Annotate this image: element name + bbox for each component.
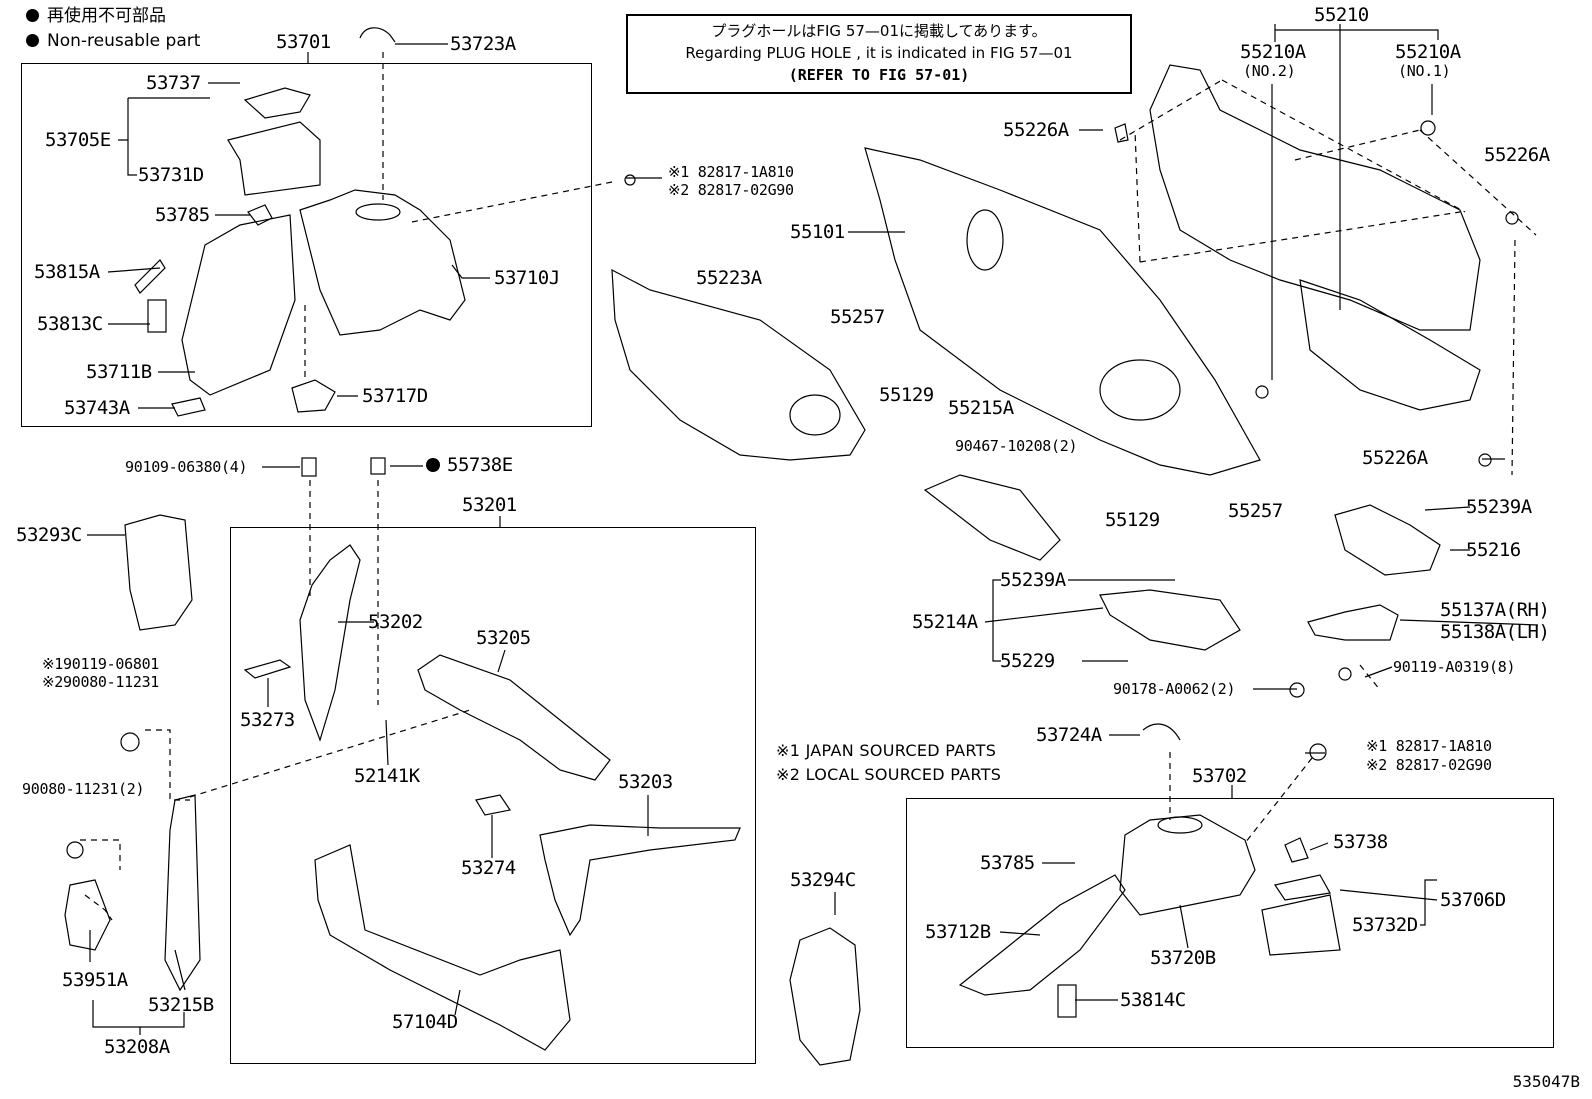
part-label-53813C: 53813C: [37, 313, 103, 335]
part-label-55239A-left: 55239A: [1000, 569, 1066, 591]
part-label-90119-06801: ※190119-06801: [42, 655, 160, 673]
part-label-55210A-no2-note: (NO.2): [1243, 62, 1296, 80]
local-sourced-note: ※2 LOCAL SOURCED PARTS: [776, 765, 1002, 784]
part-label-53738: 53738: [1333, 831, 1388, 853]
note-line-2: Regarding PLUG HOLE , it is indicated in…: [685, 44, 1073, 62]
part-label-55129-lower: 55129: [1105, 509, 1160, 531]
part-label-53785-lower: 53785: [980, 852, 1035, 874]
part-label-53712B: 53712B: [925, 921, 991, 943]
part-label-53737: 53737: [146, 72, 201, 94]
part-label-52141K: 52141K: [354, 765, 420, 787]
part-label-53743A: 53743A: [64, 397, 130, 419]
part-label-53724A: 53724A: [1036, 724, 1102, 746]
part-label-82817-02G90-lower: ※2 82817-02G90: [1366, 756, 1492, 774]
part-label-55215A: 55215A: [948, 397, 1014, 419]
non-reusable-dot-icon: [26, 34, 39, 47]
note-line-1: プラグホールはFIG 57—01に掲載してあります。: [711, 22, 1047, 40]
part-label-53723A: 53723A: [450, 33, 516, 55]
part-label-55226A-left: 55226A: [1003, 119, 1069, 141]
part-label-53208A: 53208A: [104, 1036, 170, 1058]
part-label-55239A-right: 55239A: [1466, 496, 1532, 518]
part-label-53951A: 53951A: [62, 969, 128, 991]
part-label-53732D: 53732D: [1352, 914, 1418, 936]
part-label-53814C: 53814C: [1120, 989, 1186, 1011]
part-label-53815A: 53815A: [34, 261, 100, 283]
non-reusable-dot-icon: [426, 458, 440, 472]
part-label-53201: 53201: [462, 494, 517, 516]
part-label-55101: 55101: [790, 221, 845, 243]
part-label-82817-02G90-upper: ※2 82817-02G90: [668, 181, 794, 199]
group-frame-53701: [21, 63, 592, 427]
part-label-53215B: 53215B: [148, 994, 214, 1016]
part-label-55257-lower: 55257: [1228, 500, 1283, 522]
part-label-53294C: 53294C: [790, 869, 856, 891]
group-frame-53201: [230, 527, 756, 1064]
group-frame-53702: [906, 798, 1554, 1048]
part-label-53731D: 53731D: [138, 164, 204, 186]
part-label-55138A: 55138A(LH): [1440, 621, 1550, 643]
part-label-82817-1A810-lower: ※1 82817-1A810: [1366, 737, 1492, 755]
part-label-53710J: 53710J: [494, 267, 560, 289]
note-line-3: (REFER TO FIG 57-01): [788, 66, 970, 84]
part-label-53720B: 53720B: [1150, 947, 1216, 969]
part-label-53274: 53274: [461, 857, 516, 879]
part-label-53202: 53202: [368, 611, 423, 633]
legend-line-2: Non-reusable part: [26, 29, 200, 53]
part-label-53706D: 53706D: [1440, 889, 1506, 911]
part-label-90467-10208: 90467-10208(2): [955, 437, 1078, 455]
part-label-90109-06380: 90109-06380(4): [125, 458, 248, 476]
part-label-53705E: 53705E: [45, 129, 111, 151]
part-label-53717D: 53717D: [362, 385, 428, 407]
legend-line-1: 再使用不可部品: [26, 4, 166, 28]
japan-sourced-note: ※1 JAPAN SOURCED PARTS: [776, 741, 997, 760]
part-label-55210: 55210: [1314, 4, 1369, 26]
part-label-90080-11231-alt: ※290080-11231: [42, 673, 160, 691]
part-label-55229: 55229: [1000, 650, 1055, 672]
part-label-55210A-no1-note: (NO.1): [1398, 62, 1451, 80]
part-label-53701: 53701: [276, 31, 331, 53]
part-label-55257-upper: 55257: [830, 306, 885, 328]
part-label-90119-A0319: 90119-A0319(8): [1393, 658, 1516, 676]
non-reusable-dot-icon: [26, 9, 39, 22]
plug-hole-note-box: プラグホールはFIG 57—01に掲載してあります。 Regarding PLU…: [626, 14, 1132, 94]
part-label-53293C: 53293C: [16, 524, 82, 546]
part-label-55129-upper: 55129: [879, 384, 934, 406]
part-label-55137A: 55137A(RH): [1440, 599, 1550, 621]
part-label-55223A: 55223A: [696, 267, 762, 289]
part-label-53205: 53205: [476, 627, 531, 649]
part-label-55738E: 55738E: [447, 454, 513, 476]
part-label-55226A-right: 55226A: [1484, 144, 1550, 166]
part-label-57104D: 57104D: [392, 1011, 458, 1033]
part-label-55214A: 55214A: [912, 611, 978, 633]
part-label-82817-1A810-upper: ※1 82817-1A810: [668, 163, 794, 181]
part-label-53785-upper: 53785: [155, 204, 210, 226]
part-label-55210A-no2: 55210A: [1240, 41, 1306, 63]
part-label-53203: 53203: [618, 771, 673, 793]
part-label-55210A-no1: 55210A: [1395, 41, 1461, 63]
part-label-53702: 53702: [1192, 765, 1247, 787]
part-label-53711B: 53711B: [86, 361, 152, 383]
document-number: 535047B: [1512, 1072, 1580, 1091]
part-label-90080-11231: 90080-11231(2): [22, 780, 145, 798]
part-label-55216: 55216: [1466, 539, 1521, 561]
part-label-55226A-lower: 55226A: [1362, 447, 1428, 469]
part-label-53273: 53273: [240, 709, 295, 731]
part-label-90178-A0062: 90178-A0062(2): [1113, 680, 1236, 698]
